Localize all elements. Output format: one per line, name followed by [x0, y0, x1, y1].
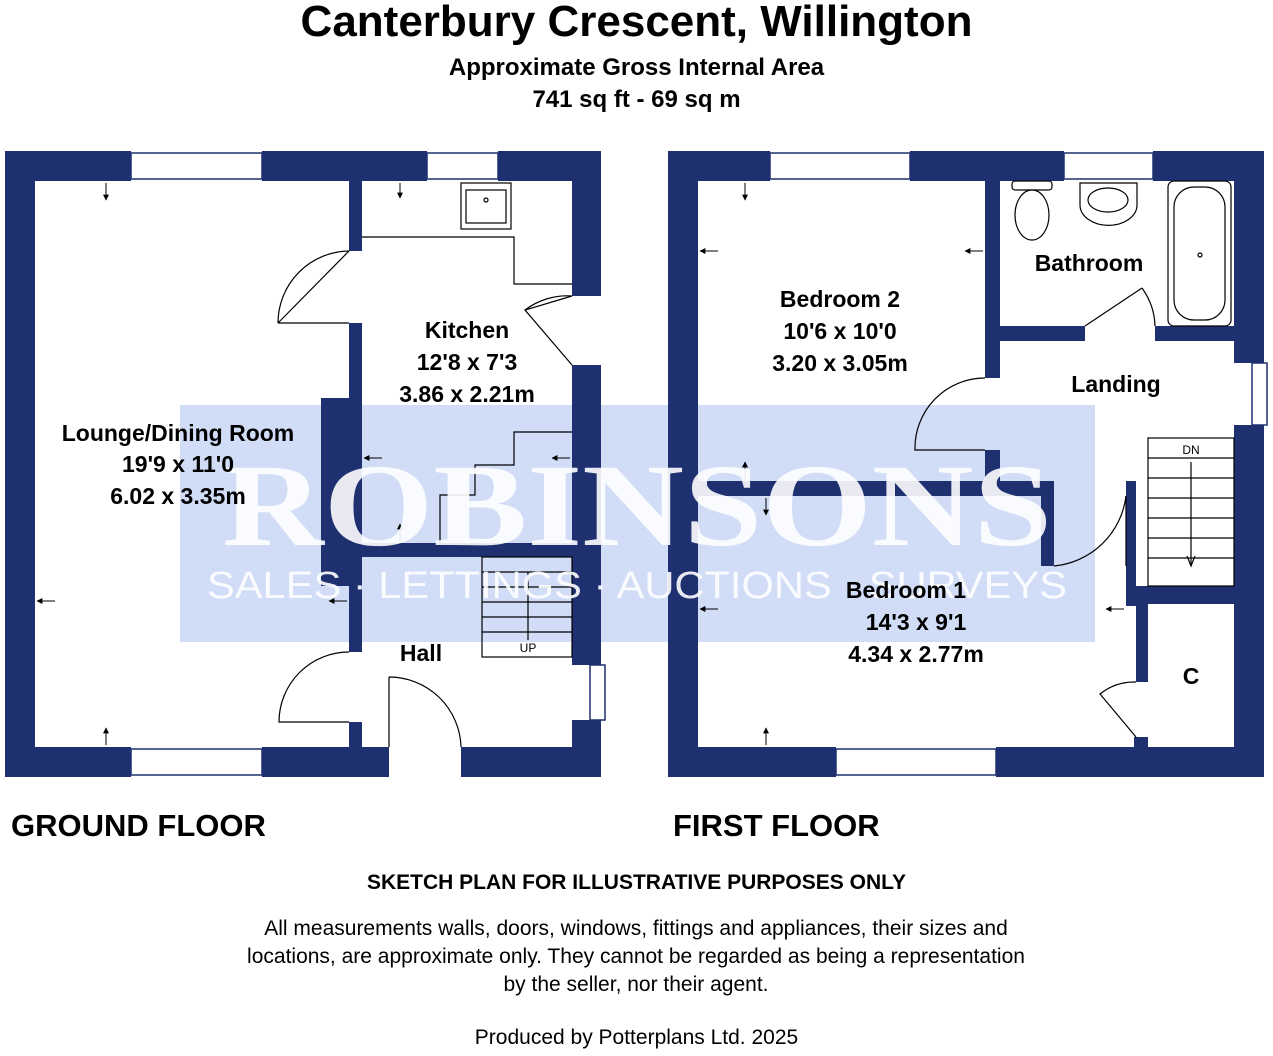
area-value: 741 sq ft - 69 sq m	[532, 86, 741, 113]
stairs-up-label: UP	[520, 641, 537, 655]
bedroom2-imperial: 10'6 x 10'0	[783, 318, 896, 344]
lounge-metric: 6.02 x 3.35m	[110, 483, 246, 509]
ground-floor-fittings	[277, 182, 573, 748]
plan-title: Canterbury Crescent, Willington	[300, 0, 973, 46]
bedroom2-metric: 3.20 x 3.05m	[772, 350, 908, 376]
watermark-text: ROBINSONS SALES · LETTINGS · AUCTIONS · …	[207, 440, 1067, 607]
ground-floor-walls	[5, 151, 601, 777]
kitchen-imperial: 12'8 x 7'3	[417, 349, 517, 375]
bedroom1-metric: 4.34 x 2.77m	[848, 641, 984, 667]
room-labels: Lounge/Dining Room 19'9 x 11'0 6.02 x 3.…	[62, 250, 1200, 689]
ground-floor-dimension-arrows	[36, 183, 570, 745]
disclaimer-title: SKETCH PLAN FOR ILLUSTRATIVE PURPOSES ON…	[366, 871, 907, 894]
ground-floor-windows	[130, 152, 606, 776]
bathroom-name: Bathroom	[1035, 250, 1144, 276]
lounge-imperial: 19'9 x 11'0	[122, 451, 234, 477]
produced-by: Produced by Potterplans Ltd. 2025	[474, 1026, 799, 1049]
first-floor-fittings	[914, 180, 1235, 738]
first-floor-dimension-arrows	[699, 183, 1124, 745]
watermark-brand: ROBINSONS	[222, 440, 1052, 571]
watermark-tagline: SALES · LETTINGS · AUCTIONS · SURVEYS	[207, 565, 1067, 607]
lounge-name: Lounge/Dining Room	[62, 420, 295, 446]
area-label: Approximate Gross Internal Area	[448, 54, 825, 81]
bedroom1-name: Bedroom 1	[846, 577, 966, 603]
landing-name: Landing	[1071, 371, 1160, 397]
first-floor-windows	[769, 152, 1268, 776]
bedroom2-name: Bedroom 2	[780, 286, 900, 312]
kitchen-name: Kitchen	[425, 317, 509, 343]
stairs-dn-label: DN	[1182, 443, 1199, 457]
ground-floor-label: GROUND FLOOR	[11, 808, 266, 843]
bedroom1-imperial: 14'3 x 9'1	[866, 609, 967, 635]
first-floor-label: FIRST FLOOR	[673, 808, 880, 843]
first-floor-walls	[668, 151, 1264, 777]
cupboard-name: C	[1183, 663, 1200, 689]
hall-name: Hall	[400, 640, 442, 666]
kitchen-metric: 3.86 x 2.21m	[399, 381, 535, 407]
disclaimer-text: All measurements walls, doors, windows, …	[247, 917, 1025, 996]
